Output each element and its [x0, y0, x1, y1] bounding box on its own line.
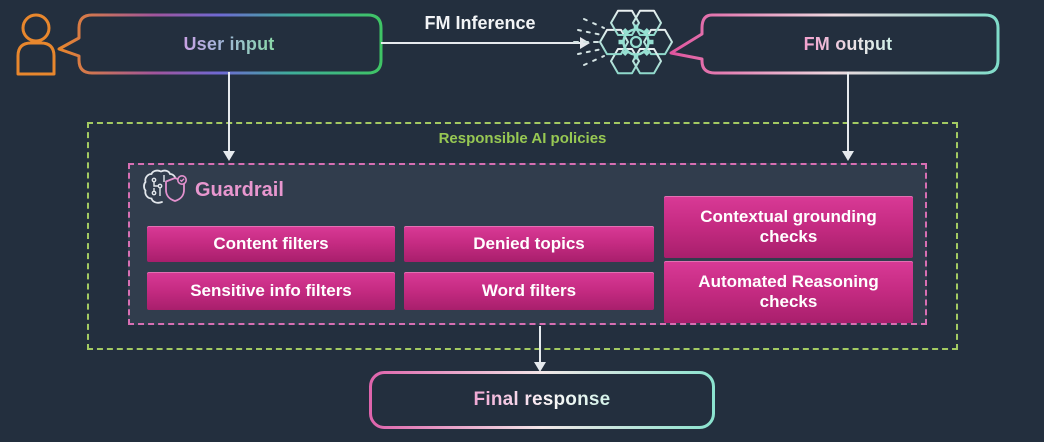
- guardrail-title: Guardrail: [195, 179, 284, 201]
- sensitive-info-filters-button: Sensitive info filters: [147, 272, 395, 310]
- fm-model-gear-icon: [570, 2, 674, 91]
- denied-topics-button: Denied topics: [404, 226, 654, 262]
- final-response-label: Final response: [473, 389, 611, 410]
- guardrail-header: Guardrail: [142, 169, 284, 210]
- content-filters-button: Content filters: [147, 226, 395, 262]
- person-icon: [12, 12, 60, 81]
- automated-reasoning-checks-button: Automated Reasoning checks: [664, 261, 913, 323]
- fm-inference-label: FM Inference: [424, 13, 536, 33]
- user-input-bubble: User input: [52, 12, 384, 76]
- contextual-grounding-checks-button: Contextual grounding checks: [664, 196, 913, 258]
- final-response-box: Final response: [368, 370, 716, 430]
- responsible-ai-policies-label: Responsible AI policies: [438, 130, 607, 147]
- fm-output-label: FM output: [803, 33, 893, 54]
- word-filters-button: Word filters: [404, 272, 654, 310]
- user-input-label: User input: [183, 33, 275, 54]
- fm-output-bubble: FM output: [662, 12, 1000, 76]
- fm-inference-arrow: [381, 37, 590, 49]
- responsible-ai-policies-box: [87, 122, 958, 350]
- fm-output-to-guardrail-arrow: [847, 72, 849, 152]
- user-input-to-guardrail-arrow: [228, 72, 230, 152]
- guardrail-to-final-response-arrow: [539, 326, 541, 363]
- guardrail-brain-shield-icon: [142, 169, 188, 210]
